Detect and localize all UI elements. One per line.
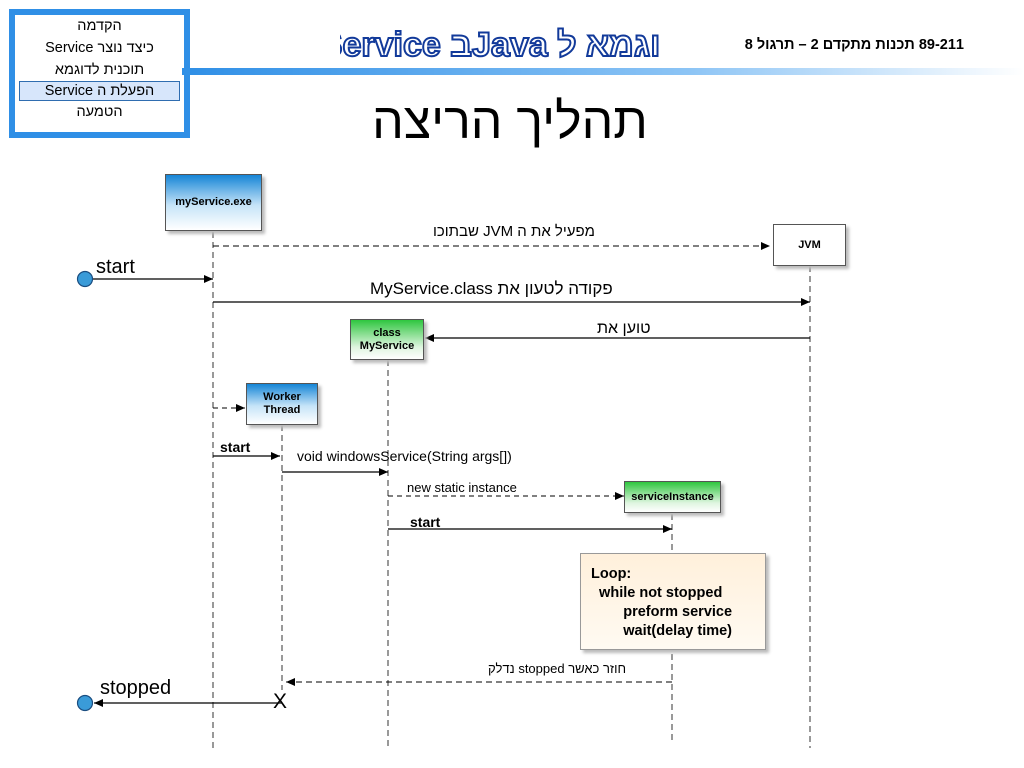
msg-instance-start: start [410, 514, 441, 530]
brand-title: דוגמא ל Javaב Service [340, 25, 660, 65]
loop-note-line-2: while not stopped [591, 585, 723, 601]
object-worker-thread: Worker Thread [246, 383, 318, 425]
msg-load-command: פקודה לטעון את MyService.class [370, 279, 613, 298]
nav-item-running-service[interactable]: הפעלת ה Service [19, 81, 180, 101]
loop-note-line-1: Loop: [591, 566, 632, 582]
loop-note: Loop: while not stopped preform service … [580, 553, 766, 650]
loop-note-line-3: preform service [591, 604, 733, 620]
object-class-myservice: class MyService [350, 319, 424, 360]
msg-loads: טוען את [597, 320, 651, 337]
msg-worker-start: start [220, 439, 251, 455]
course-label: 89-211 תכנות מתקדם 2 – תרגול 8 [744, 37, 964, 53]
object-class-label: class [373, 326, 401, 339]
loop-note-line-4: wait(delay time) [591, 623, 733, 639]
terminate-mark: X [273, 690, 288, 713]
object-jvm-label: JVM [798, 238, 821, 251]
section-navigator: הקדמה כיצד נוצר Service תוכנית לדוגמא הפ… [9, 9, 190, 138]
object-myservice-label: MyService [359, 339, 415, 352]
nav-item-intro[interactable]: הקדמה [77, 18, 122, 34]
msg-stopped: stopped [100, 677, 172, 699]
object-jvm: JVM [773, 224, 846, 266]
nav-item-how-service-created[interactable]: כיצד נוצר Service [45, 40, 154, 56]
stop-node-icon [76, 694, 94, 712]
msg-runs-jvm: מפעיל את ה JVM שבתוכו [433, 223, 595, 240]
object-service-instance-label: serviceInstance [631, 490, 714, 503]
brand-title-text: דוגמא ל Javaב Service [340, 26, 660, 64]
msg-windows-service: void windowsService(String args[]) [297, 448, 512, 464]
object-service-instance: serviceInstance [624, 481, 721, 513]
nav-item-deployment[interactable]: הטמעה [76, 104, 123, 120]
slide-title: תהליך הריצה [372, 93, 648, 149]
msg-returns-when-stopped: חוזר כאשר stopped נדלק [488, 661, 627, 676]
object-myservice-exe: myService.exe [165, 174, 262, 231]
msg-start: start [96, 256, 135, 278]
header-rule [182, 68, 1024, 75]
object-thread-label: Thread [263, 404, 301, 416]
object-worker-label: Worker [263, 391, 301, 403]
object-myservice-exe-label: myService.exe [175, 196, 252, 208]
start-node-icon [76, 270, 94, 288]
msg-new-instance: new static instance [407, 480, 517, 495]
nav-item-example-program[interactable]: תוכנית לדוגמא [54, 62, 145, 78]
